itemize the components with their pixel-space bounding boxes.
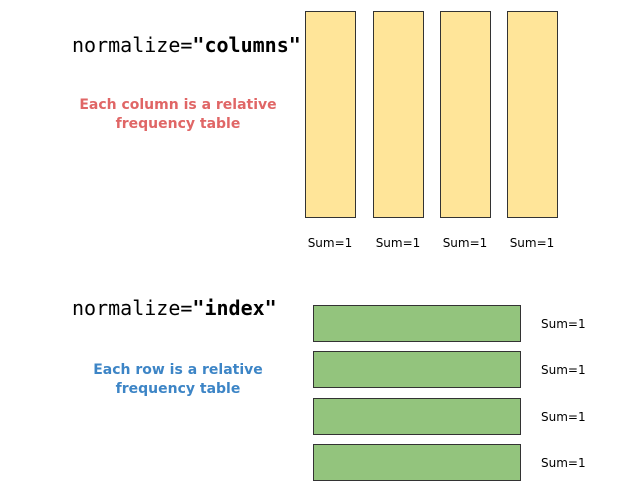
index-caption: Each row is a relative frequency table: [78, 361, 278, 399]
index-code-value: "index": [192, 296, 277, 320]
column-sum-label-3: Sum=1: [442, 236, 488, 250]
column-bar-4: [507, 11, 558, 218]
index-code-prefix: normalize=: [72, 296, 193, 320]
row-bar-2: [313, 351, 521, 388]
row-bar-3: [313, 398, 521, 435]
index-caption-line2: frequency table: [115, 381, 241, 397]
row-bar-4: [313, 444, 521, 481]
column-sum-label-2: Sum=1: [375, 236, 421, 250]
columns-code-label: normalize="columns": [72, 35, 301, 55]
row-sum-label-1: Sum=1: [541, 317, 586, 331]
index-caption-line1: Each row is a relative: [93, 362, 263, 378]
columns-caption-line1: Each column is a relative: [79, 97, 277, 113]
column-sum-label-4: Sum=1: [509, 236, 555, 250]
row-sum-label-3: Sum=1: [541, 410, 586, 424]
columns-code-prefix: normalize=: [72, 33, 193, 57]
row-bar-1: [313, 305, 521, 342]
row-sum-label-2: Sum=1: [541, 363, 586, 377]
columns-caption: Each column is a relative frequency tabl…: [78, 96, 278, 134]
column-sum-label-1: Sum=1: [307, 236, 353, 250]
columns-caption-line2: frequency table: [115, 116, 241, 132]
columns-code-value: "columns": [192, 33, 301, 57]
index-code-label: normalize="index": [72, 298, 277, 318]
column-bar-2: [373, 11, 424, 218]
row-sum-label-4: Sum=1: [541, 456, 586, 470]
column-bar-1: [305, 11, 356, 218]
column-bar-3: [440, 11, 491, 218]
